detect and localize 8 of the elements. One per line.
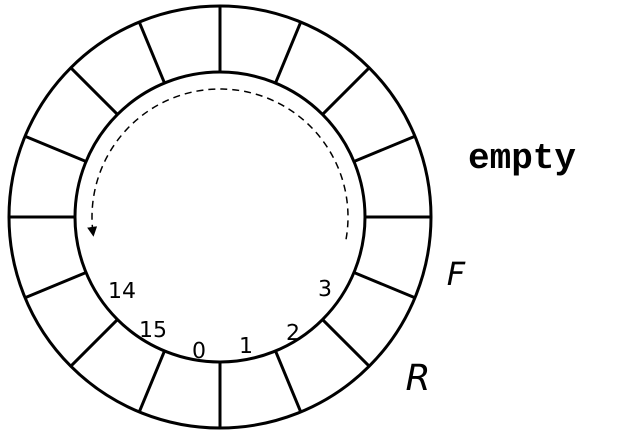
- front-pointer-label: F: [446, 255, 466, 293]
- status-label: empty: [468, 138, 576, 179]
- slot-number: 0: [192, 339, 206, 364]
- slot-number: 3: [318, 277, 332, 302]
- slot-number: 15: [139, 318, 167, 343]
- slot-number: 1: [239, 334, 253, 359]
- rear-pointer-label: R: [406, 358, 430, 399]
- slot-number: 14: [108, 279, 136, 304]
